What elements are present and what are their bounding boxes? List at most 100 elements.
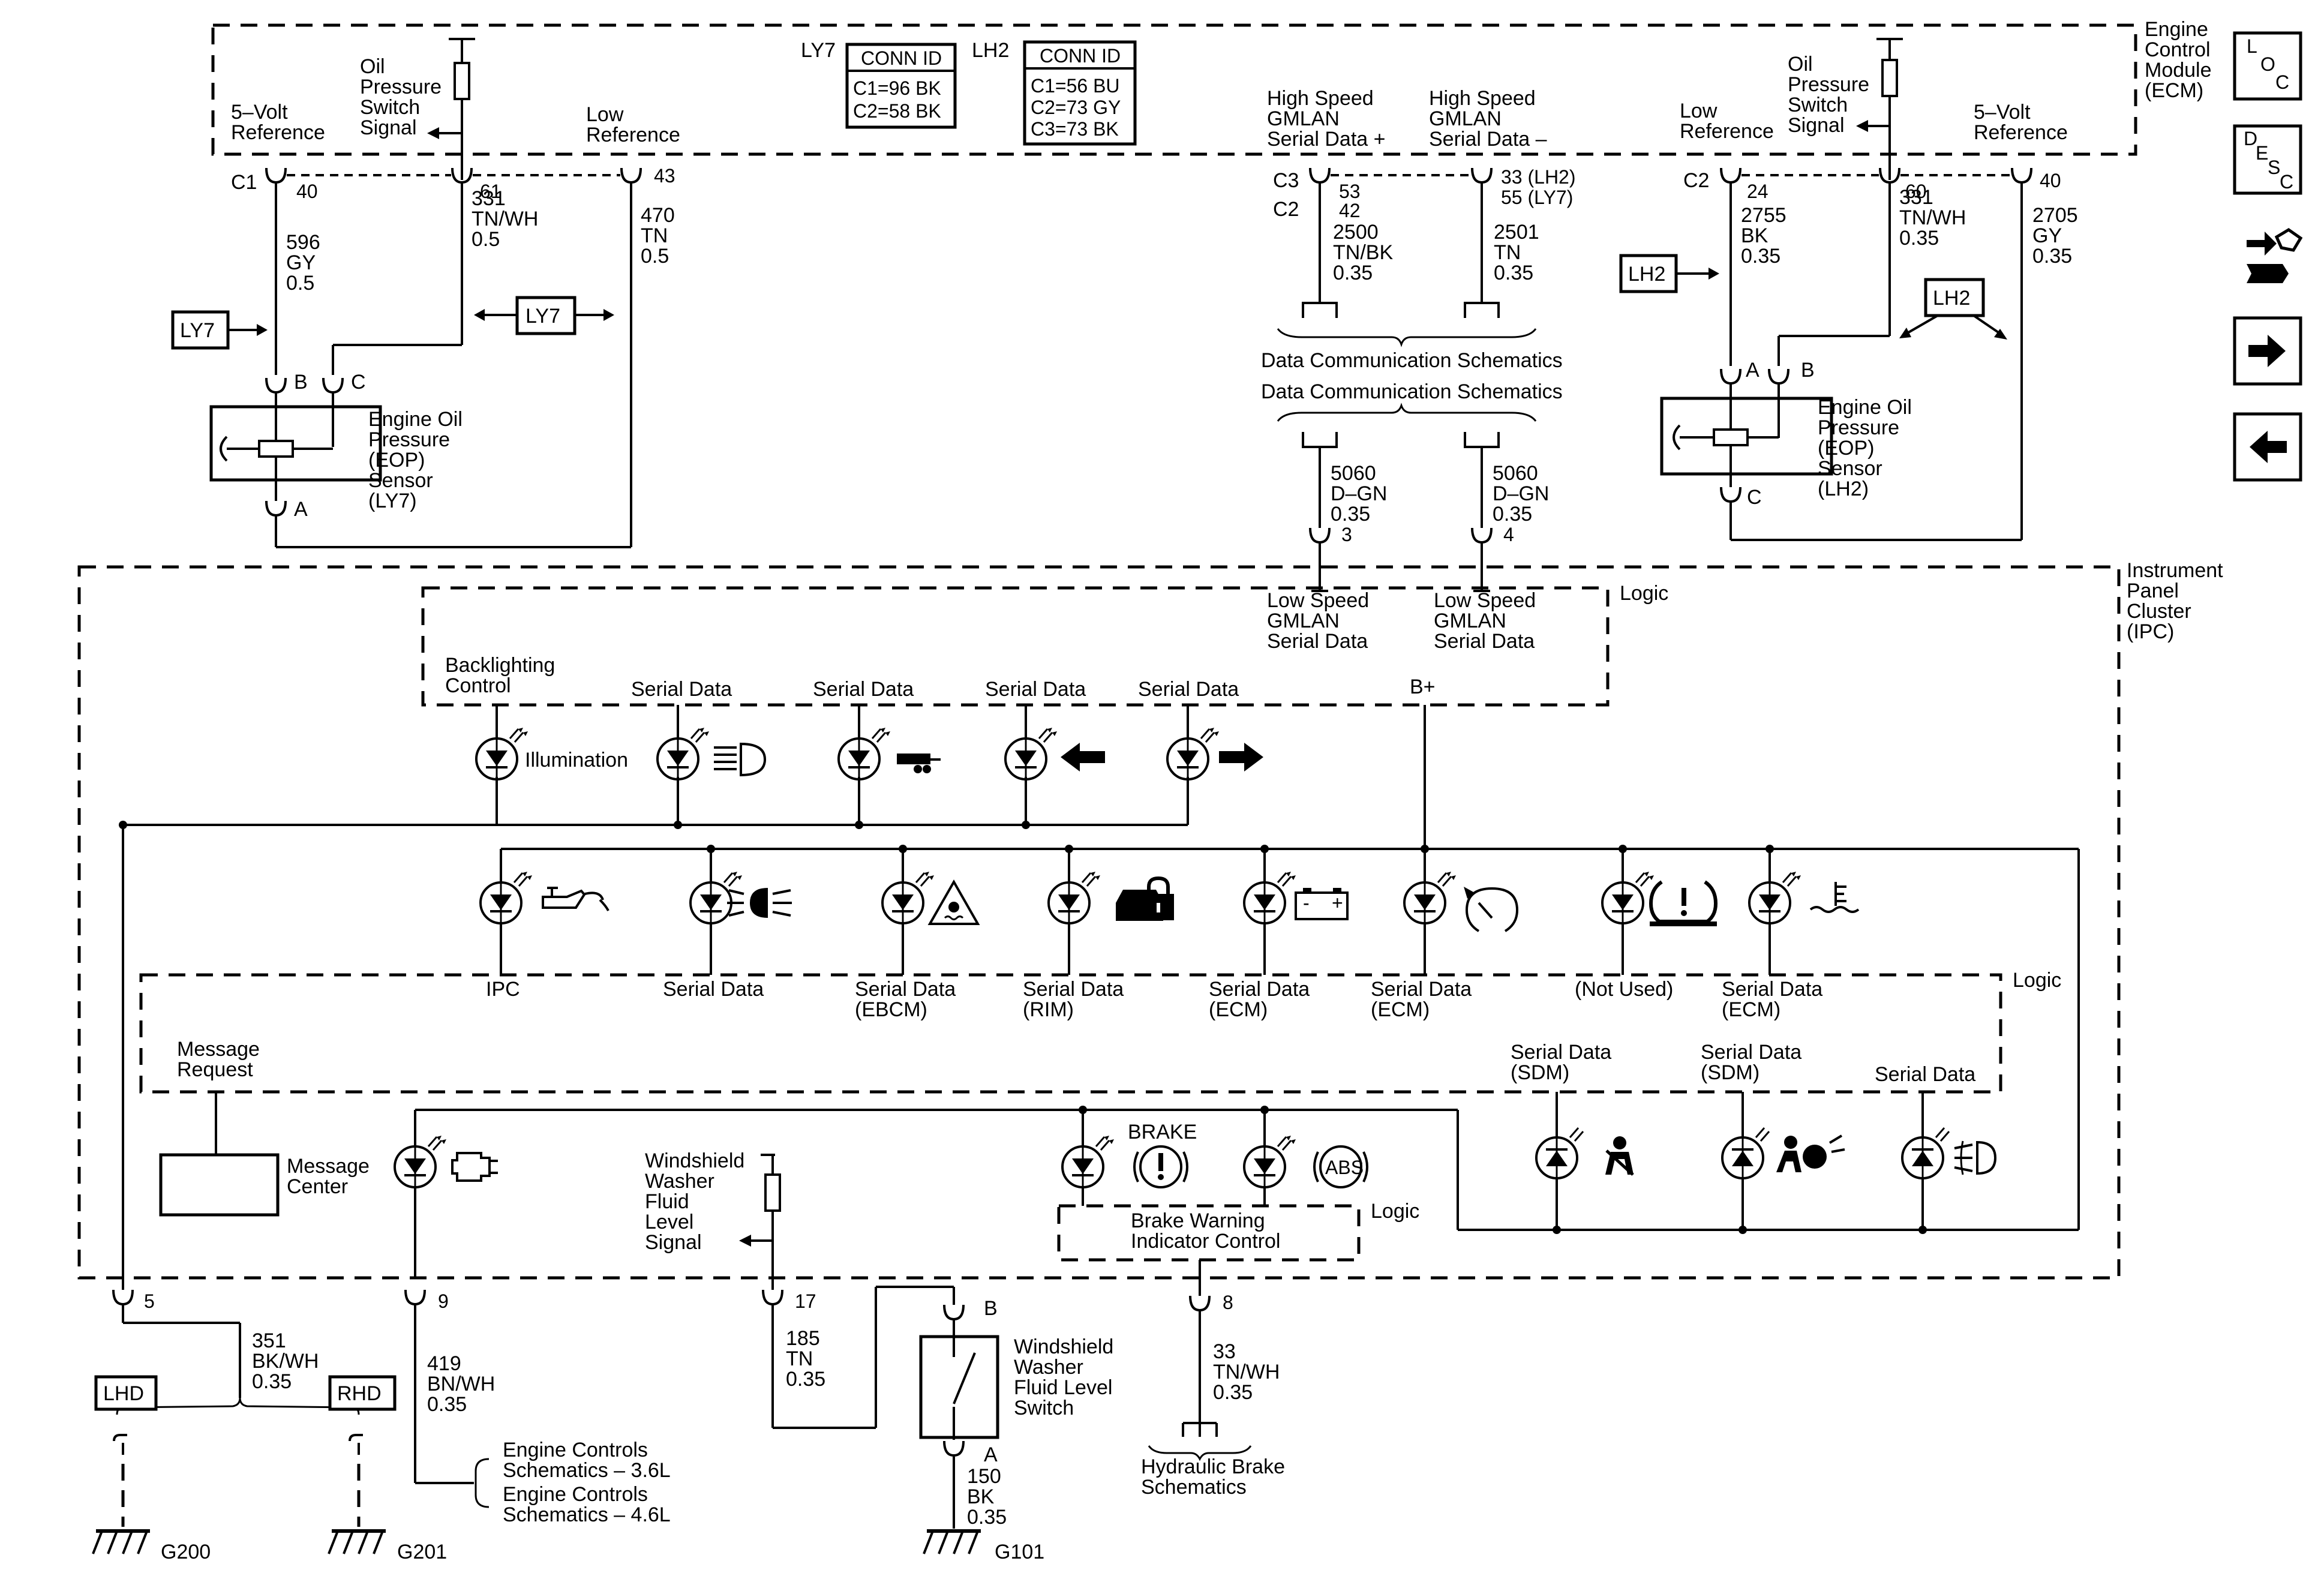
- conn-id-lh2-title: CONN ID: [1040, 45, 1121, 67]
- description-icon[interactable]: D E S C: [2233, 124, 2302, 195]
- trailer-icon: [897, 754, 941, 773]
- serial-data-label: Serial Data: [1138, 678, 1239, 701]
- conn-id-ly7-title: CONN ID: [861, 47, 942, 69]
- connector-c1-label: C1: [231, 171, 257, 194]
- ipc-top-logic-label: Logic: [1620, 582, 1668, 605]
- conn-id-ly7-box: [845, 43, 957, 129]
- tire-pressure-icon: [1649, 880, 1718, 926]
- pin-40-left: 40: [296, 181, 318, 202]
- battery-icon: -+: [1295, 888, 1349, 920]
- conn-id-lh2-tag: LH2: [972, 39, 1009, 62]
- pin-5: 5: [144, 1290, 155, 1312]
- pin-17: 17: [795, 1290, 816, 1312]
- conn-id-lh2-box: [1023, 40, 1137, 146]
- connector-c2-center-label: C2: [1273, 198, 1299, 221]
- indicator-label: Serial Data(ECM): [1209, 978, 1310, 1021]
- serial-data-label: Serial Data: [985, 678, 1086, 701]
- abs-label: ABS: [1325, 1157, 1364, 1178]
- lh2-tag-right: LH2: [1933, 287, 1970, 310]
- indicator-label: Serial Data(ECM): [1722, 978, 1822, 1021]
- eop-lh2-pin-a: A: [1746, 359, 1759, 382]
- pin-24: 24: [1747, 181, 1768, 202]
- eop-ly7-pin-b: B: [294, 371, 308, 394]
- svg-text:D: D: [2244, 128, 2257, 149]
- ecm-boundary: [211, 23, 2137, 156]
- indicator-label: Serial Data(ECM): [1371, 978, 1472, 1021]
- conn-id-lh2-row: C3=73 BK: [1031, 118, 1119, 140]
- data-communication-schematics-link-2[interactable]: Data Communication Schematics: [1261, 380, 1563, 403]
- ground-icon: [92, 1529, 150, 1554]
- connector-c2-right-label: C2: [1683, 169, 1709, 192]
- coolant-temperature-icon: [1809, 882, 1860, 913]
- headlamp-icon: [727, 888, 792, 918]
- conn-id-lh2-row: C1=56 BU: [1031, 75, 1120, 97]
- brake-logic-label: Logic: [1371, 1200, 1419, 1223]
- indicator-label: IPC: [486, 978, 520, 1001]
- conn-id-lh2-row: C2=73 GY: [1031, 97, 1121, 118]
- previous-page-arrow-icon[interactable]: [2233, 412, 2302, 482]
- next-page-arrow-icon[interactable]: [2233, 316, 2302, 386]
- ly7-tag-left: LY7: [180, 319, 215, 342]
- ly7-tag-middle: LY7: [526, 305, 560, 328]
- svg-text:E: E: [2256, 142, 2268, 164]
- pin-42: 42: [1339, 200, 1361, 221]
- eop-lh2-pin-c: C: [1747, 486, 1762, 509]
- right-turn-arrow-icon: [1219, 743, 1263, 772]
- high-beam-icon: [714, 742, 767, 777]
- ipc-top-logic: [421, 586, 1610, 707]
- ipc-boundary: [77, 565, 2121, 1280]
- brake-logic: [1057, 1204, 1361, 1262]
- ground-g101-label: G101: [995, 1541, 1044, 1563]
- serial-data-label: Serial Data: [813, 678, 914, 701]
- serial-data-label: Serial Data: [631, 678, 732, 701]
- sdm-serial-data-label-1: Serial Data(SDM): [1511, 1041, 1611, 1084]
- switch-pin-b: B: [984, 1297, 998, 1320]
- svg-text:S: S: [2268, 157, 2280, 178]
- message-center: [159, 1153, 280, 1217]
- ground-g200-label: G200: [161, 1541, 211, 1563]
- pin-4: 4: [1503, 524, 1514, 545]
- ground-g201-label: G201: [397, 1541, 447, 1563]
- data-communication-schematics-link-1[interactable]: Data Communication Schematics: [1261, 349, 1563, 372]
- pin-3: 3: [1341, 524, 1352, 545]
- pin-40-right: 40: [2040, 170, 2061, 191]
- indicator-label: Serial Data(EBCM): [855, 978, 956, 1021]
- svg-text:-: -: [1303, 892, 1310, 914]
- location-icon[interactable]: L O C: [2233, 31, 2302, 101]
- sdm-serial-data-label-2: Serial Data(SDM): [1701, 1041, 1801, 1084]
- check-engine-icon: [451, 1152, 498, 1182]
- svg-text:O: O: [2260, 53, 2275, 75]
- conn-id-ly7-row: C2=58 BK: [853, 100, 941, 122]
- svg-text:C: C: [2280, 171, 2293, 193]
- pin-53: 53: [1339, 181, 1361, 202]
- lh2-tag-left: LH2: [1628, 263, 1665, 286]
- connector-icon[interactable]: [2247, 228, 2303, 283]
- indicator-label: Serial Data(RIM): [1023, 978, 1124, 1021]
